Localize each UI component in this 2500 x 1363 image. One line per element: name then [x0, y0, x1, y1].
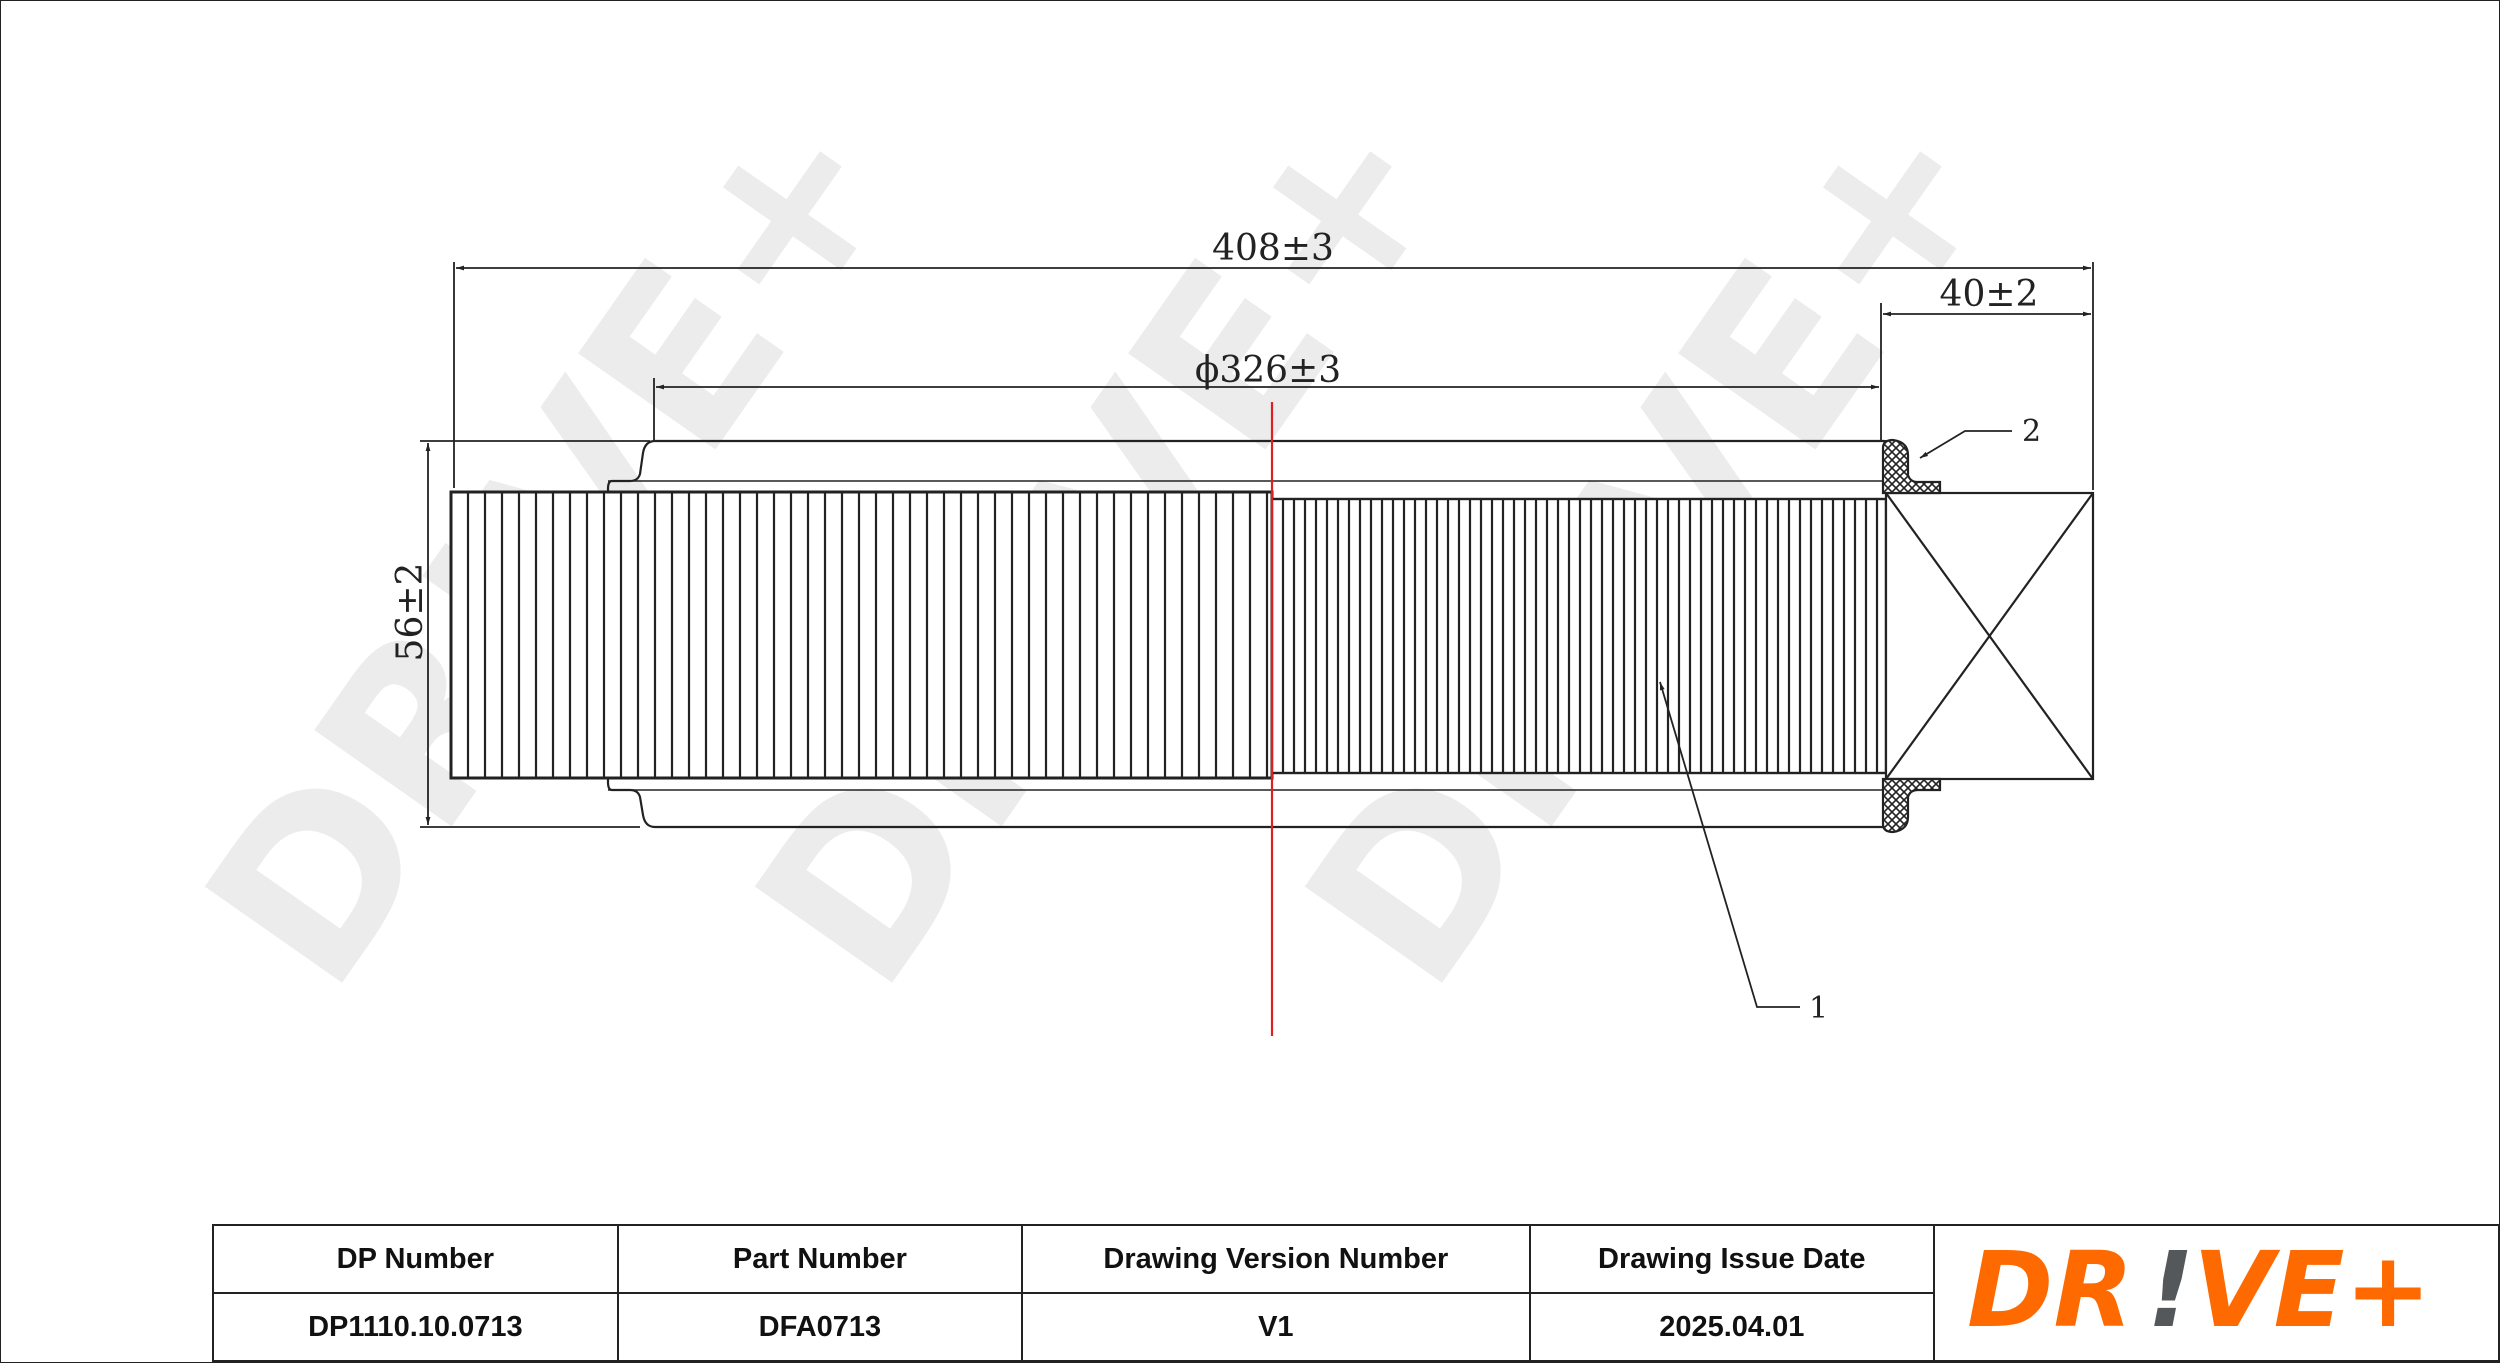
- svg-text:DR: DR: [1967, 1234, 2133, 1344]
- title-block: DP Number Part Number Drawing Version Nu…: [212, 1224, 2500, 1362]
- header-drawing-version: Drawing Version Number: [1021, 1224, 1531, 1294]
- seal-bottom: [1881, 777, 1942, 834]
- drive-logo: DR ! VE+: [1967, 1229, 2432, 1351]
- header-part-number: Part Number: [616, 1224, 1024, 1294]
- value-issue-date: 2025.04.01: [1528, 1292, 1936, 1362]
- pleats: [466, 492, 1879, 778]
- dim-end-cap-length: 40±2: [1940, 274, 2039, 315]
- seal-top: [1881, 438, 1942, 495]
- callout-2: 2: [2022, 414, 2041, 449]
- header-dp-number: DP Number: [212, 1224, 619, 1294]
- value-drawing-version: V1: [1021, 1292, 1531, 1362]
- dim-diameter: 56±2: [390, 563, 431, 662]
- value-dp-number: DP1110.10.0713: [212, 1292, 619, 1362]
- value-part-number: DFA0713: [616, 1292, 1024, 1362]
- dim-inner-length: ϕ326±3: [1195, 350, 1341, 391]
- svg-text:VE+: VE+: [2193, 1234, 2432, 1344]
- svg-text:!: !: [2147, 1234, 2194, 1344]
- dim-overall-length: 408±3: [1212, 228, 1334, 269]
- logo-cell: DR ! VE+: [1933, 1224, 2500, 1362]
- header-issue-date: Drawing Issue Date: [1528, 1224, 1936, 1294]
- callout-1: 1: [1809, 991, 1828, 1026]
